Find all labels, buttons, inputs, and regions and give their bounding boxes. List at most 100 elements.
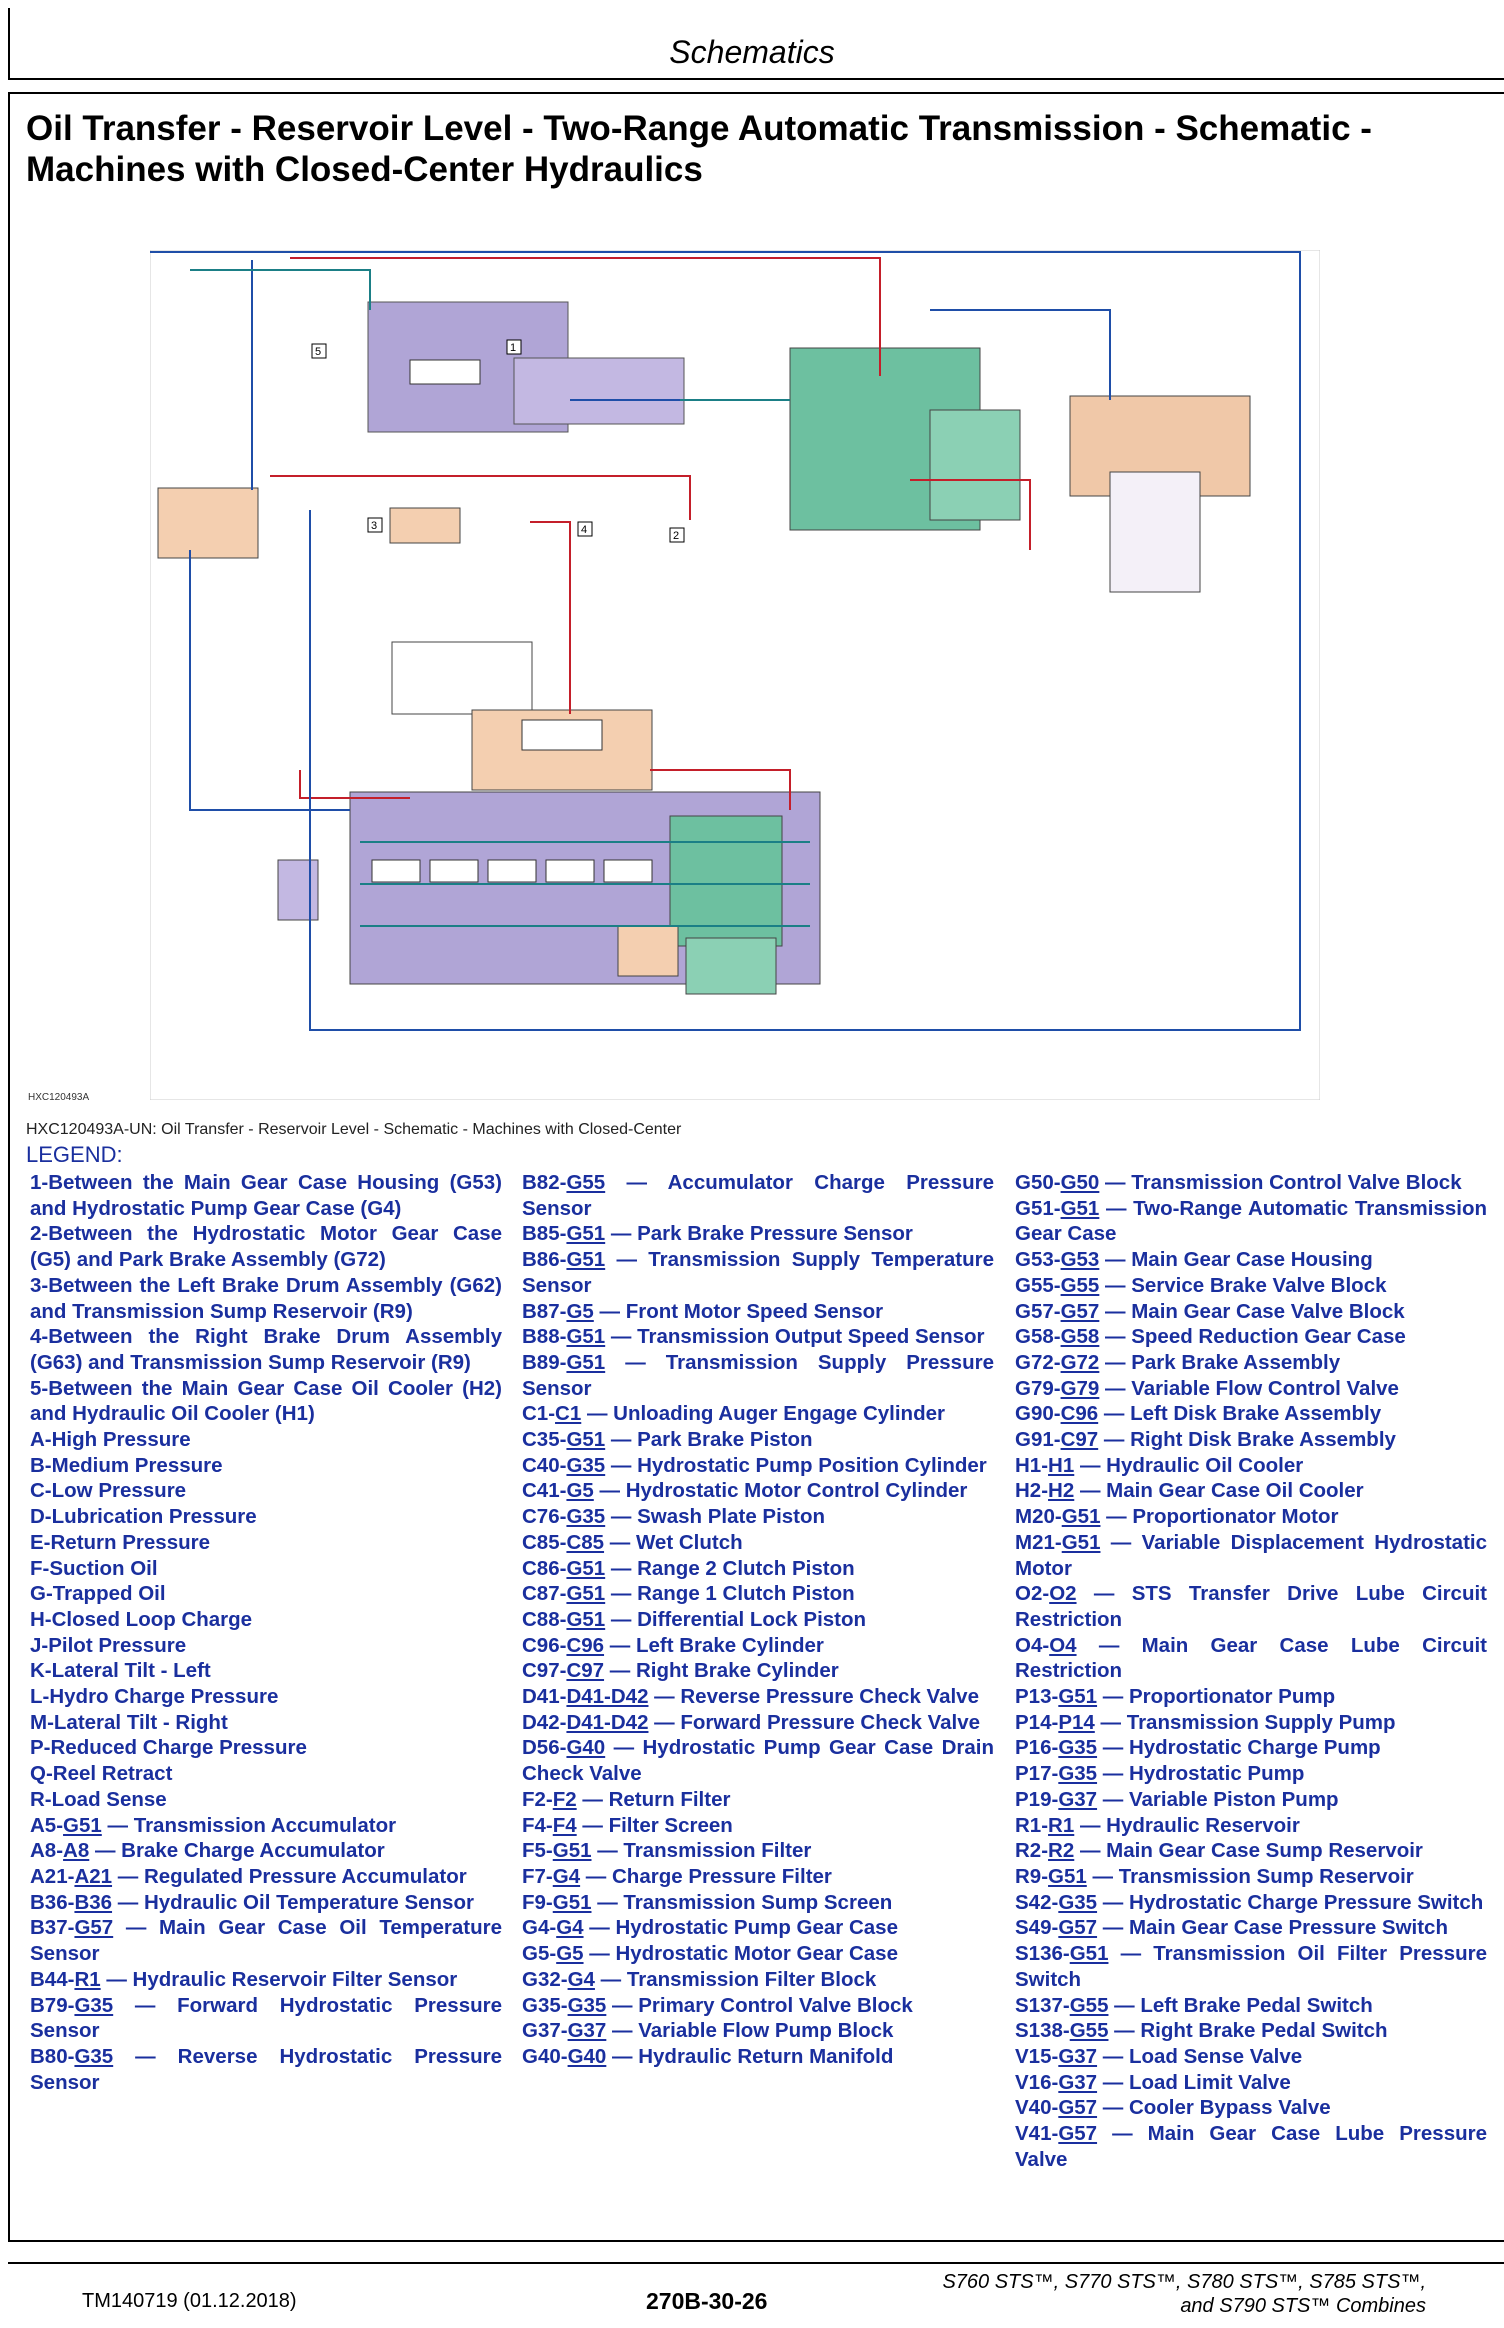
legend-item-link[interactable]: G37 xyxy=(1058,2070,1098,2094)
legend-item-link[interactable]: G51 xyxy=(566,1325,606,1349)
legend-item-link[interactable]: H2 xyxy=(1048,1479,1075,1503)
legend-item-link[interactable]: G35 xyxy=(566,1505,606,1529)
legend-item-link[interactable]: R2 xyxy=(1048,1839,1075,1863)
legend-item-link[interactable]: G51 xyxy=(566,1350,606,1374)
legend-item-link[interactable]: G51 xyxy=(552,1839,592,1863)
legend-item-link[interactable]: G51 xyxy=(1061,1505,1101,1529)
legend-item: 3-Between the Left Brake Drum Assembly (… xyxy=(30,1273,502,1324)
legend-item-code: G-Trapped Oil xyxy=(30,1582,166,1606)
legend-item: G90-C96 — Left Disk Brake Assembly xyxy=(1015,1401,1487,1427)
legend-item-link[interactable]: G55 xyxy=(566,1171,606,1194)
legend-item-code: G50- xyxy=(1015,1171,1061,1194)
legend-item-link[interactable]: D41-D42 xyxy=(566,1685,649,1709)
legend-item-link[interactable]: G37 xyxy=(567,2019,607,2043)
legend-item-link[interactable]: G35 xyxy=(74,2044,114,2068)
legend-item-desc: — Main Gear Case Housing xyxy=(1099,1248,1373,1272)
legend-item-link[interactable]: F2 xyxy=(552,1787,577,1811)
legend-item-desc: — Transmission Control Valve Block xyxy=(1099,1171,1462,1194)
legend-item-link[interactable]: G37 xyxy=(1058,2044,1098,2068)
legend-item: J-Pilot Pressure xyxy=(30,1633,502,1659)
legend-item-link[interactable]: G35 xyxy=(1058,1762,1098,1786)
legend-item-desc: — Left Brake Pedal Switch xyxy=(1108,1993,1373,2017)
legend-item-link[interactable]: F4 xyxy=(552,1813,577,1837)
legend-item-link[interactable]: G57 xyxy=(1058,2096,1098,2120)
legend-item-link[interactable]: G51 xyxy=(566,1556,606,1580)
legend-item-link[interactable]: G51 xyxy=(566,1428,606,1452)
legend-item-link[interactable]: G55 xyxy=(1069,1993,1109,2017)
legend-item-link[interactable]: A21 xyxy=(74,1864,113,1888)
legend-item-link[interactable]: G40 xyxy=(566,1736,606,1760)
legend-item-code: O2- xyxy=(1015,1582,1050,1606)
legend-item-link[interactable]: A8 xyxy=(63,1839,90,1863)
legend-item-link[interactable]: G51 xyxy=(552,1890,592,1914)
legend-item-link[interactable]: O4 xyxy=(1049,1633,1077,1657)
legend-item-link[interactable]: G35 xyxy=(1058,1736,1098,1760)
legend-item-desc: — Unloading Auger Engage Cylinder xyxy=(581,1402,945,1426)
legend-item-code: R9- xyxy=(1015,1864,1049,1888)
legend-item-link[interactable]: G51 xyxy=(566,1607,606,1631)
legend-item-code: P19- xyxy=(1015,1787,1059,1811)
legend-item-link[interactable]: G35 xyxy=(567,1993,607,2017)
legend-item-link[interactable]: G35 xyxy=(1058,1890,1098,1914)
legend-item-link[interactable]: G4 xyxy=(552,1864,581,1888)
legend-item-link[interactable]: D41-D42 xyxy=(566,1710,649,1734)
legend-item-link[interactable]: G51 xyxy=(1058,1685,1098,1709)
legend-item-link[interactable]: G5 xyxy=(566,1299,594,1323)
legend-item-link[interactable]: G55 xyxy=(1060,1273,1100,1297)
legend-item-desc: — Hydrostatic Pump Gear Case xyxy=(583,1916,898,1940)
legend-item-link[interactable]: C97 xyxy=(1060,1428,1099,1452)
legend-item-link[interactable]: C1 xyxy=(555,1402,582,1426)
legend-item-link[interactable]: G51 xyxy=(1060,1196,1100,1220)
legend-heading: LEGEND: xyxy=(26,1142,123,1167)
legend-item-link[interactable]: G57 xyxy=(1058,2122,1098,2146)
legend-item-link[interactable]: R1 xyxy=(74,1967,101,1991)
legend-item: R-Load Sense xyxy=(30,1787,502,1813)
legend-item-link[interactable]: G58 xyxy=(1060,1325,1100,1349)
legend-item: G5-G5 — Hydrostatic Motor Gear Case xyxy=(522,1941,994,1967)
legend-item-link[interactable]: C96 xyxy=(1060,1402,1099,1426)
legend-item-link[interactable]: G57 xyxy=(74,1916,114,1940)
legend-item-link[interactable]: G4 xyxy=(556,1916,584,1940)
legend-item-link[interactable]: G5 xyxy=(556,1942,584,1966)
legend-item-link[interactable]: G51 xyxy=(566,1222,606,1246)
legend-item-link[interactable]: G40 xyxy=(567,2044,607,2068)
legend-item-link[interactable]: G5 xyxy=(566,1479,594,1503)
legend-item-link[interactable]: C96 xyxy=(566,1633,605,1657)
legend-item-link[interactable]: G50 xyxy=(1060,1171,1100,1194)
legend-item-desc: — Transmission Accumulator xyxy=(101,1813,397,1837)
legend-item: B36-B36 — Hydraulic Oil Temperature Sens… xyxy=(30,1890,502,1916)
legend-item-link[interactable]: G53 xyxy=(1060,1248,1100,1272)
legend-item-link[interactable]: G51 xyxy=(566,1248,606,1272)
legend-item-link[interactable]: B36 xyxy=(74,1890,113,1914)
legend-item-link[interactable]: G35 xyxy=(566,1453,606,1477)
legend-item: C85-C85 — Wet Clutch xyxy=(522,1530,994,1556)
legend-item-desc: — Transmission Supply Pump xyxy=(1094,1710,1396,1734)
legend-item-link[interactable]: G51 xyxy=(1061,1530,1101,1554)
legend-item: R9-G51 — Transmission Sump Reservoir xyxy=(1015,1864,1487,1890)
legend-item-link[interactable]: G79 xyxy=(1060,1376,1100,1400)
legend-item-link[interactable]: G57 xyxy=(1058,1916,1098,1940)
legend-item-link[interactable]: P14 xyxy=(1058,1710,1095,1734)
legend-item-link[interactable]: G35 xyxy=(74,1993,114,2017)
legend-item-link[interactable]: G4 xyxy=(567,1967,595,1991)
legend-item: B87-G5 — Front Motor Speed Sensor xyxy=(522,1299,994,1325)
legend-item-code: G58- xyxy=(1015,1325,1061,1349)
legend-item-link[interactable]: G51 xyxy=(566,1582,606,1606)
legend-item-link[interactable]: G37 xyxy=(1058,1787,1098,1811)
small-legend-box xyxy=(277,859,319,921)
legend-item-link[interactable]: G55 xyxy=(1069,2019,1109,2043)
legend-item: G37-G37 — Variable Flow Pump Block xyxy=(522,2018,994,2044)
legend-item-link[interactable]: G72 xyxy=(1060,1350,1100,1374)
legend-item-desc: — STS Transfer Drive Lube Circuit Restri… xyxy=(1015,1582,1487,1631)
legend-item-link[interactable]: G51 xyxy=(1048,1864,1087,1888)
legend-item-link[interactable]: G51 xyxy=(63,1813,102,1837)
legend-item-code: Q-Reel Retract xyxy=(30,1762,173,1786)
legend-item-link[interactable]: C97 xyxy=(566,1659,605,1683)
legend-item-link[interactable]: H1 xyxy=(1048,1453,1075,1477)
legend-item-code: F2- xyxy=(522,1787,553,1811)
legend-item-link[interactable]: R1 xyxy=(1048,1813,1075,1837)
legend-item-link[interactable]: G51 xyxy=(1069,1942,1109,1966)
legend-item-link[interactable]: C85 xyxy=(566,1530,605,1554)
legend-item-link[interactable]: O2 xyxy=(1049,1582,1077,1606)
legend-item-link[interactable]: G57 xyxy=(1060,1299,1100,1323)
